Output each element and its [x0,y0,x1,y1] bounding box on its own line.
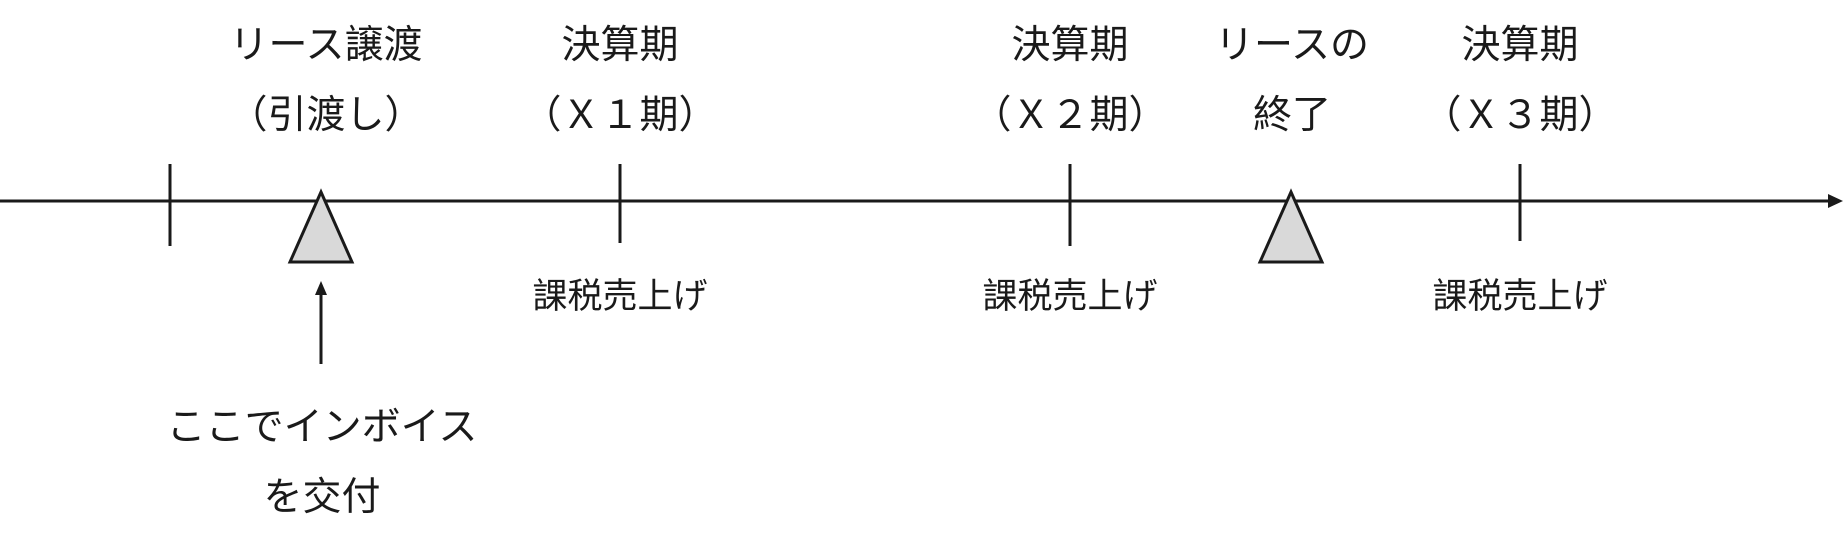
sales-label-x1: 課税売上げ [532,277,708,317]
sales-label-x3: 課税売上げ [1432,277,1608,317]
event-x2-period-title: 決算期 [1011,23,1129,68]
event-lease-transfer-subtitle: （引渡し） [228,93,424,138]
lease-transfer-triangle [287,188,355,264]
invoice-arrow-head [315,281,327,295]
sales-label-x2: 課税売上げ [982,277,1158,317]
lease-end-triangle [1257,188,1325,264]
event-lease-transfer-title: リース譲渡 [229,23,423,68]
event-x3-period-title: 決算期 [1461,23,1579,68]
event-lease-end-subtitle: 終了 [1252,93,1332,138]
invoice-note-line1: ここでインボイス [166,405,478,450]
event-lease-end-title: リースの [1214,23,1370,68]
event-x1-period-title: 決算期 [561,23,679,68]
timeline-arrowhead [1828,194,1843,208]
event-x2-period-subtitle: （Ｘ２期） [972,93,1168,138]
event-x1-period-subtitle: （Ｘ１期） [522,93,718,138]
event-x3-period-subtitle: （Ｘ３期） [1422,93,1618,138]
invoice-note-line2: を交付 [263,475,381,520]
